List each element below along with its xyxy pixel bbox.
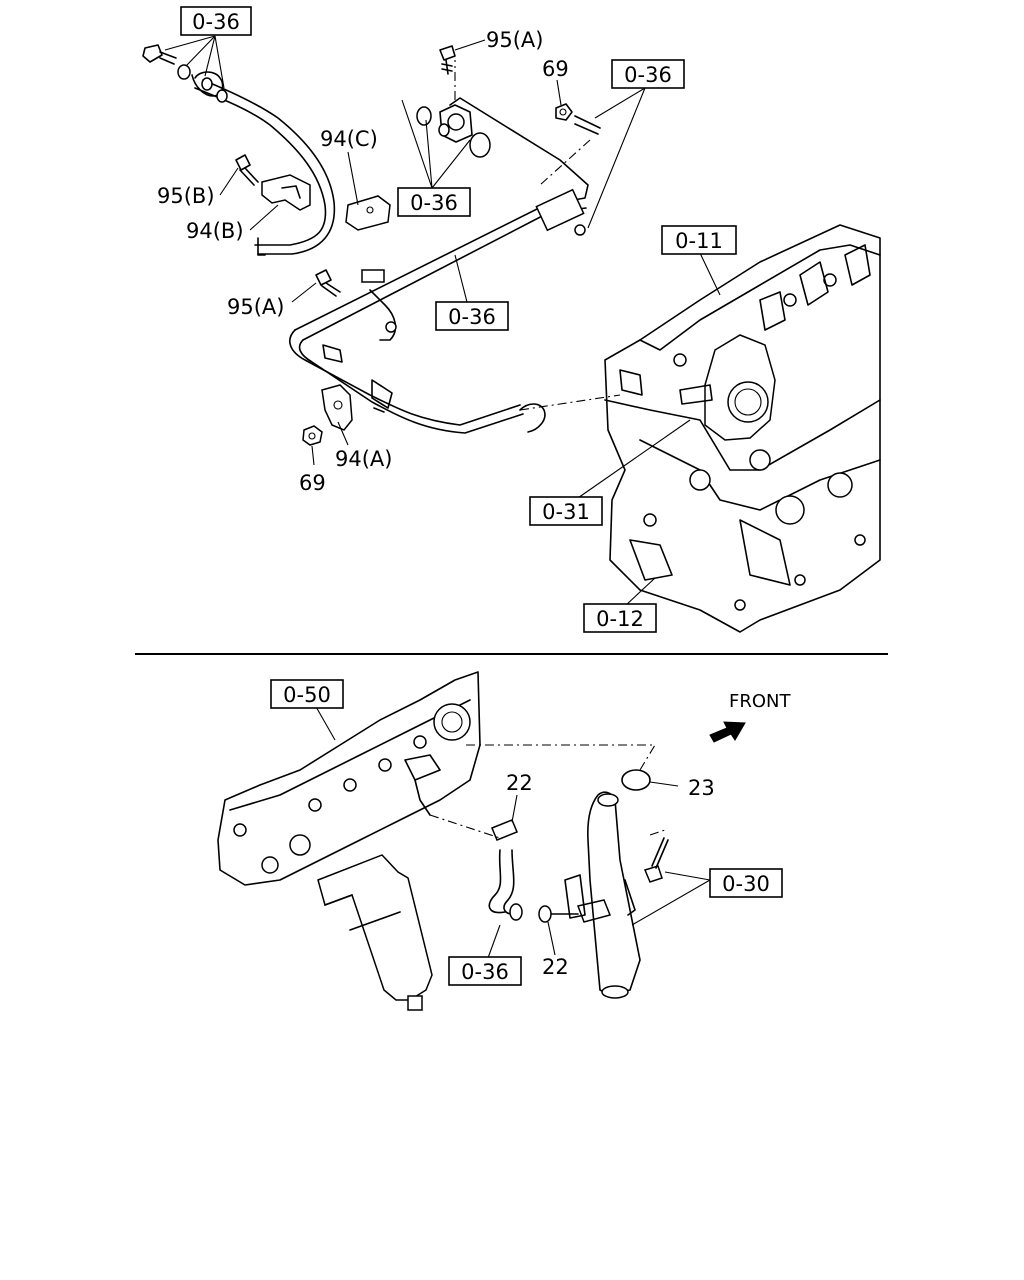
- svg-text:0-36: 0-36: [448, 305, 496, 329]
- label-69-bottom: 69: [299, 471, 326, 495]
- bracket-94c: [345, 195, 391, 231]
- label-94a: 94(A): [335, 447, 392, 471]
- label-94c: 94(C): [320, 127, 378, 151]
- intake-manifold: [217, 671, 481, 886]
- label-95a-top: 95(A): [486, 28, 543, 52]
- ref-box-012: 0-12: [583, 603, 657, 633]
- bottom-dashed-lines: [429, 744, 666, 839]
- svg-text:0-31: 0-31: [542, 500, 590, 524]
- nut-69-bottom: [302, 425, 323, 446]
- ref-box-pipe-036: 0-36: [435, 301, 509, 331]
- bolt-95a-left: [315, 269, 341, 297]
- svg-text:0-36: 0-36: [192, 10, 240, 34]
- bolt-95b: [235, 154, 259, 186]
- front-label: FRONT: [729, 691, 791, 712]
- engine-block: [604, 224, 881, 633]
- front-direction-arrow-icon: [709, 721, 746, 743]
- label-94b: 94(B): [186, 219, 244, 243]
- ref-box-030: 0-30: [709, 868, 783, 898]
- svg-text:0-30: 0-30: [722, 872, 770, 896]
- nut-69-top: [555, 103, 601, 135]
- ref-box-top-right-036: 0-36: [611, 59, 685, 89]
- ref-box-mid-036: 0-36: [397, 187, 471, 217]
- svg-text:0-36: 0-36: [410, 191, 458, 215]
- label-69-top: 69: [542, 57, 569, 81]
- label-22-top: 22: [506, 771, 533, 795]
- ref-box-011: 0-11: [661, 225, 737, 255]
- bolt-95a-top: [439, 45, 456, 75]
- svg-text:0-12: 0-12: [596, 607, 644, 631]
- upper-pipe-assembly: [194, 60, 621, 434]
- svg-text:0-36: 0-36: [461, 960, 509, 984]
- bracket-94a: [321, 384, 353, 431]
- top-left-hardware: [142, 44, 266, 256]
- label-95a-left: 95(A): [227, 295, 284, 319]
- label-22-bottom: 22: [542, 955, 569, 979]
- hose-assembly: [488, 819, 612, 923]
- ref-box-top-left-036: 0-36: [180, 6, 252, 36]
- ref-box-hose-036: 0-36: [448, 956, 522, 986]
- svg-text:0-50: 0-50: [283, 683, 331, 707]
- ref-box-050: 0-50: [270, 679, 344, 709]
- svg-text:0-11: 0-11: [675, 229, 723, 253]
- bottom-leader-lines: [314, 704, 711, 959]
- label-23: 23: [688, 776, 715, 800]
- bracket-94b: [261, 174, 311, 211]
- fuel-filter: [317, 854, 433, 1011]
- top-leader-lines: [164, 35, 721, 607]
- bolt-030: [643, 837, 669, 883]
- ref-box-031: 0-31: [529, 496, 603, 526]
- oring-23: [621, 769, 651, 791]
- water-pipe-030: [564, 791, 641, 999]
- label-95b: 95(B): [157, 184, 215, 208]
- svg-text:0-36: 0-36: [624, 63, 672, 87]
